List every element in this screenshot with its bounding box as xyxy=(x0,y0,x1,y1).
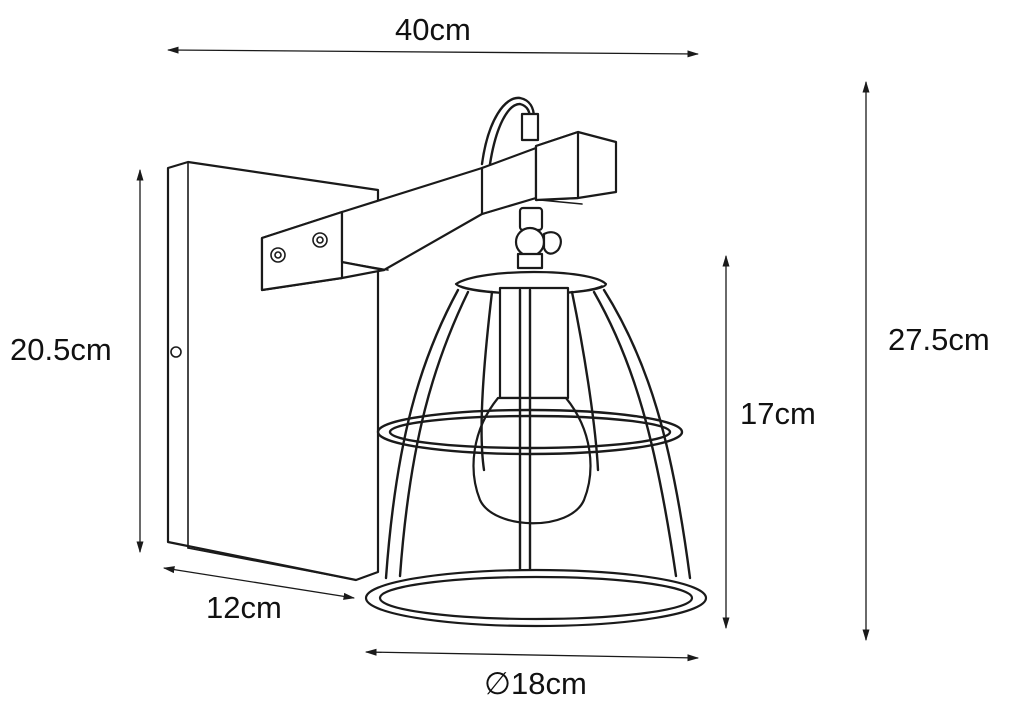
dimension-diameter-shade: ∅18cm xyxy=(364,648,700,701)
label-height-total: 27.5cm xyxy=(888,322,990,357)
dimension-width-total: 40cm xyxy=(166,12,700,58)
dimension-height-shade: 17cm xyxy=(722,254,816,630)
label-width-total: 40cm xyxy=(395,12,471,47)
dimension-height-total: 27.5cm xyxy=(862,80,990,642)
label-diameter-shade: ∅18cm xyxy=(484,666,587,701)
dimension-height-mount: 20.5cm xyxy=(10,168,144,554)
label-height-shade: 17cm xyxy=(740,396,816,431)
lamp-cage xyxy=(364,288,708,628)
wooden-arm xyxy=(260,130,618,292)
light-bulb xyxy=(472,286,592,525)
lamp-joint xyxy=(514,206,562,270)
label-depth-mount: 12cm xyxy=(206,590,282,625)
dimension-depth-mount: 12cm xyxy=(162,566,356,625)
cable xyxy=(480,96,540,166)
label-height-mount: 20.5cm xyxy=(10,332,112,367)
wall-lamp-drawing xyxy=(166,96,708,628)
